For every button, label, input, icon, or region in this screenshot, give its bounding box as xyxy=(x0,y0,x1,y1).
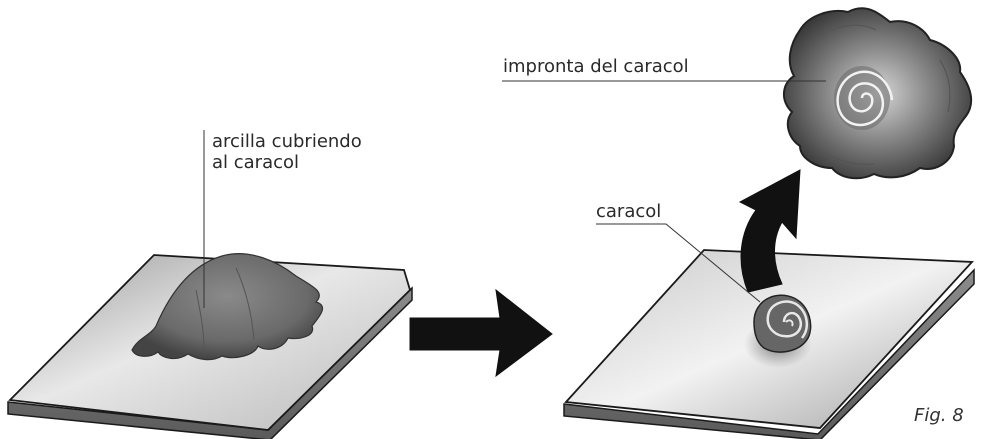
transition-arrow xyxy=(409,288,553,378)
clay-label: arcilla cubriendo al caracol xyxy=(212,131,362,173)
clay-mound xyxy=(131,253,324,361)
snail-label: caracol xyxy=(596,201,662,222)
left-clay-slab xyxy=(7,253,413,439)
snail-imprint xyxy=(783,7,973,180)
lift-arrow xyxy=(738,169,801,293)
snail-leader-line xyxy=(596,223,761,303)
clay-label-line-1: arcilla cubriendo xyxy=(212,131,362,152)
right-snail-slab xyxy=(563,249,975,439)
figure-number: Fig. 8 xyxy=(914,405,964,426)
clay-label-line-2: al caracol xyxy=(212,152,300,173)
imprint-label: impronta del caracol xyxy=(503,56,689,77)
snail-shell xyxy=(753,294,812,353)
